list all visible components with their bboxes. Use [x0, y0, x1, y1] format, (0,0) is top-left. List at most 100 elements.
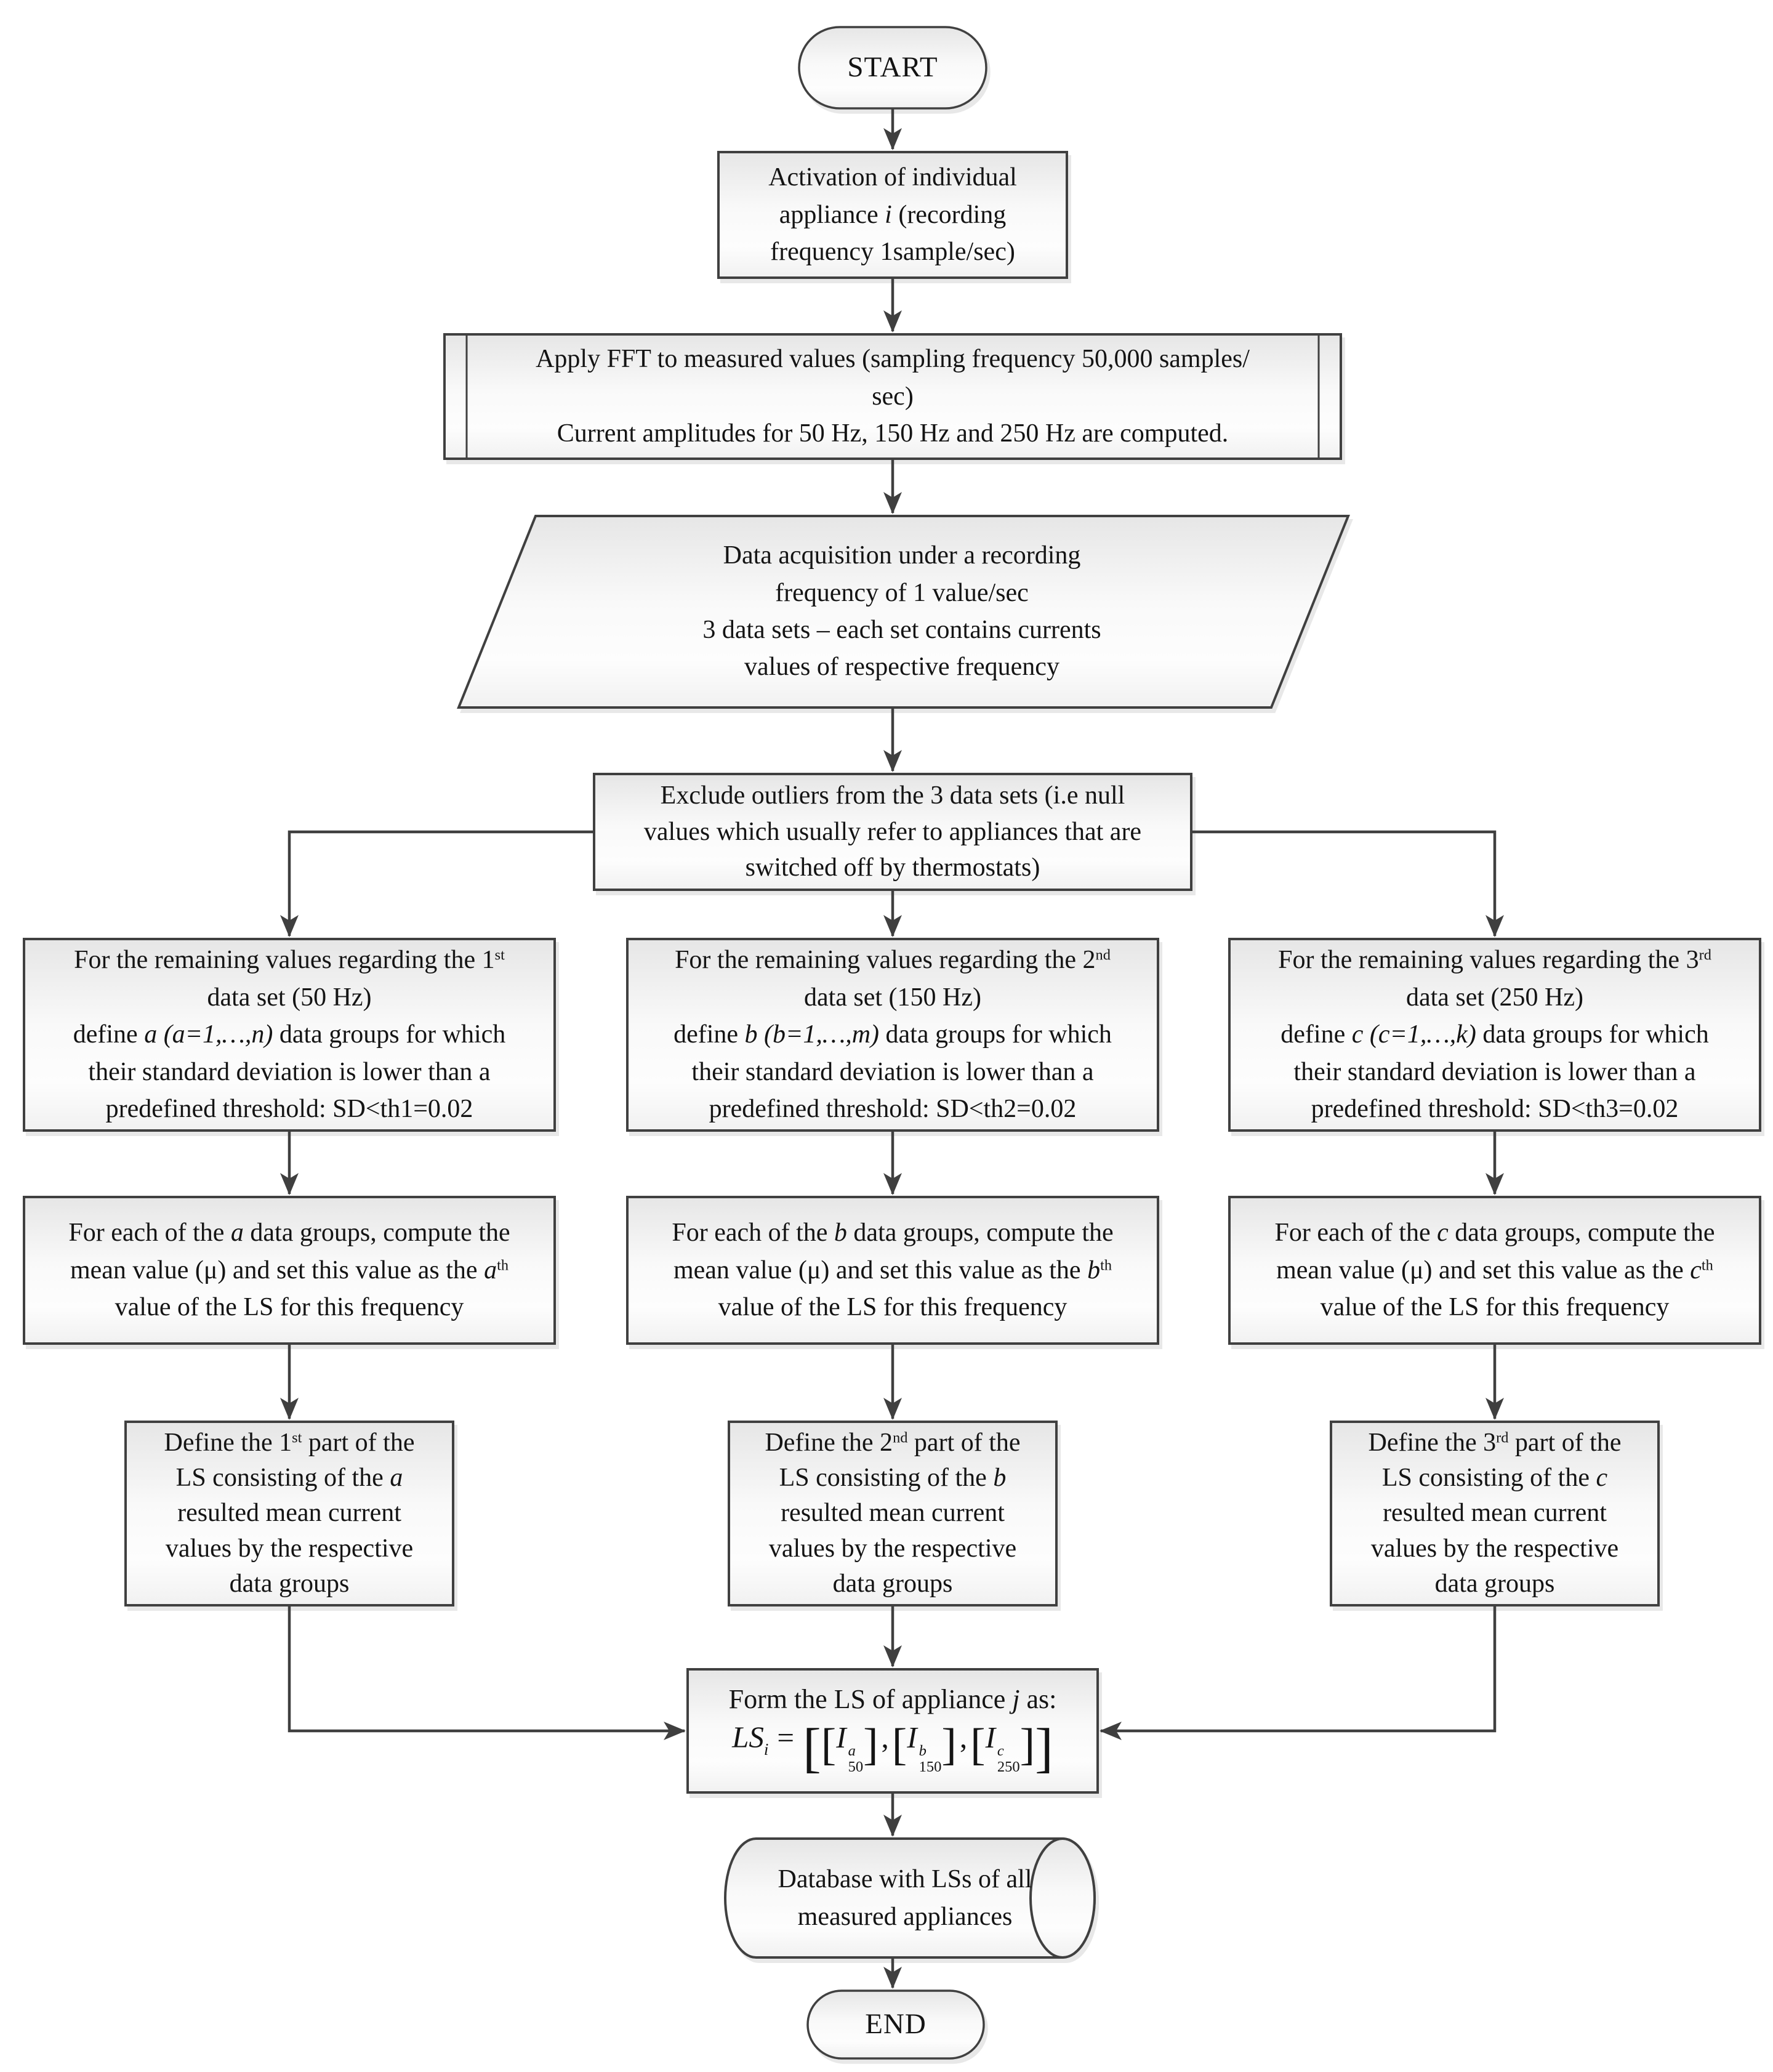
exclude-shape [593, 773, 1192, 891]
start-label: START [847, 51, 938, 84]
text-line: Define the 1 [164, 1429, 292, 1457]
italic-variable: a [230, 1219, 244, 1248]
term-subscript: 250 [997, 1759, 1020, 1776]
ordinal-suffix: rd [1699, 946, 1711, 964]
ordinal-suffix: th [1100, 1257, 1112, 1274]
connectors [280, 109, 1504, 1989]
compute-250hz-shape [1228, 1196, 1761, 1345]
text-line: For the remaining values regarding the 3 [1278, 946, 1699, 975]
part3-text: Define the 3rd part of the LS consisting… [1369, 1425, 1622, 1602]
activation-shape [717, 151, 1068, 279]
term-subscript: 50 [848, 1759, 864, 1776]
node-compute-mean-50hz: For each of the a data groups, compute t… [24, 1197, 555, 1344]
text-line: predefined threshold: SD<th2=0.02 [709, 1095, 1077, 1124]
text-line: data groups, compute the [1448, 1219, 1715, 1248]
part1-shape [124, 1421, 454, 1606]
node-activation: Activation of individual appliance i (re… [718, 152, 1067, 278]
italic-variable: b (b=1,…,m) [744, 1020, 880, 1049]
text-line: Form the LS of appliance [728, 1683, 1013, 1714]
italic-variable: c [1690, 1256, 1702, 1284]
node-database: Database with LSs of all measured applia… [745, 1839, 1065, 1957]
text-line: mean value (μ) and set this value as the [70, 1256, 484, 1284]
comma: , [959, 1720, 968, 1755]
node-define-groups-150hz: For the remaining values regarding the 2… [627, 939, 1158, 1131]
text-line: mean value (μ) and set this value as the [1276, 1256, 1691, 1284]
text-line: define [673, 1020, 745, 1049]
part3-shape [1330, 1421, 1660, 1606]
ordinal-suffix: th [497, 1257, 509, 1274]
database-text: Database with LSs of all measured applia… [778, 1865, 1032, 1931]
acquisition-text: Data acquisition under a recording frequ… [702, 541, 1101, 682]
node-start: START [799, 27, 986, 108]
text-line: data groups for which [273, 1020, 506, 1049]
formula-term-base: I [985, 1720, 995, 1755]
italic-variable: c [1596, 1464, 1608, 1493]
ordinal-suffix: th [1701, 1257, 1713, 1274]
term-superscript: c [997, 1742, 1004, 1759]
inner-bracket: ] [941, 1719, 957, 1770]
define-250hz-text: For the remaining values regarding the 3… [1278, 941, 1711, 1127]
define-150hz-text: For the remaining values regarding the 2… [673, 941, 1112, 1127]
part1-text: Define the 1st part of the LS consisting… [164, 1425, 415, 1602]
define-250hz-shape [1228, 938, 1761, 1132]
part2-shape [728, 1421, 1058, 1606]
text-line: their standard deviation is lower than a [691, 1057, 1094, 1086]
text-line: resulted mean current [1383, 1499, 1607, 1528]
text-line: define [1280, 1020, 1352, 1049]
activation-text: Activation of individual appliance i (re… [768, 159, 1017, 270]
node-apply-fft: Apply FFT to measured values (sampling f… [468, 334, 1317, 459]
node-define-groups-250hz: For the remaining values regarding the 3… [1229, 939, 1760, 1131]
italic-variable: b [834, 1219, 847, 1248]
outer-bracket: [ [803, 1718, 821, 1779]
text-line: data set (250 Hz) [1405, 983, 1584, 1012]
text-line: appliance [779, 200, 885, 229]
acquisition-parallelogram [457, 515, 1350, 709]
form-ls-title: Form the LS of appliance j as: [729, 1683, 1057, 1716]
text-line: predefined threshold: SD<th3=0.02 [1311, 1095, 1679, 1124]
text-line: mean value (μ) and set this value as the [673, 1256, 1088, 1284]
text-line: For each of the [68, 1219, 231, 1248]
compute-50hz-shape [23, 1196, 556, 1345]
text-line: resulted mean current [177, 1499, 401, 1528]
text-line: define [73, 1020, 145, 1049]
formula-lhs: LS [732, 1720, 764, 1755]
text-line: For each of the [1274, 1219, 1437, 1248]
text-line: LS consisting of the [175, 1464, 390, 1493]
arrow-exclude-to-define-250hz [1191, 830, 1504, 937]
italic-variable: b [1087, 1256, 1101, 1284]
text-line: values by the respective [1370, 1534, 1619, 1563]
text-line: (recording [891, 200, 1007, 229]
text-line: Define the 2 [765, 1429, 893, 1457]
inner-bracket: ] [1019, 1719, 1035, 1770]
text-line: data groups for which [1476, 1020, 1709, 1049]
term-superscript: a [848, 1742, 856, 1759]
node-data-acquisition: Data acquisition under a recording frequ… [529, 522, 1274, 701]
outer-bracket: ] [1035, 1718, 1053, 1779]
italic-variable: i [885, 200, 892, 229]
arrow-part1-to-form [287, 1606, 686, 1740]
term-superscript: b [919, 1742, 927, 1759]
text-line: value of the LS for this frequency [115, 1293, 464, 1322]
text-line: data groups, compute the [846, 1219, 1114, 1248]
text-line: For the remaining values regarding the 1 [74, 946, 495, 975]
italic-variable: a [484, 1256, 497, 1284]
text-line: predefined threshold: SD<th1=0.02 [105, 1095, 473, 1124]
text-line: values by the respective [165, 1534, 414, 1563]
exclude-text: Exclude outliers from the 3 data sets (i… [643, 781, 1142, 882]
text-line: LS consisting of the [1381, 1464, 1596, 1493]
node-compute-mean-150hz: For each of the b data groups, compute t… [627, 1197, 1158, 1344]
define-50hz-shape [23, 938, 556, 1132]
node-define-groups-50hz: For the remaining values regarding the 1… [24, 939, 555, 1131]
inner-bracket: [ [821, 1719, 837, 1770]
node-exclude-outliers: Exclude outliers from the 3 data sets (i… [594, 774, 1191, 890]
fft-shape [443, 333, 1342, 460]
text-line: their standard deviation is lower than a [1293, 1057, 1696, 1086]
end-shape [806, 1989, 985, 2060]
form-ls-shape [686, 1668, 1099, 1794]
inner-bracket: [ [891, 1719, 907, 1770]
